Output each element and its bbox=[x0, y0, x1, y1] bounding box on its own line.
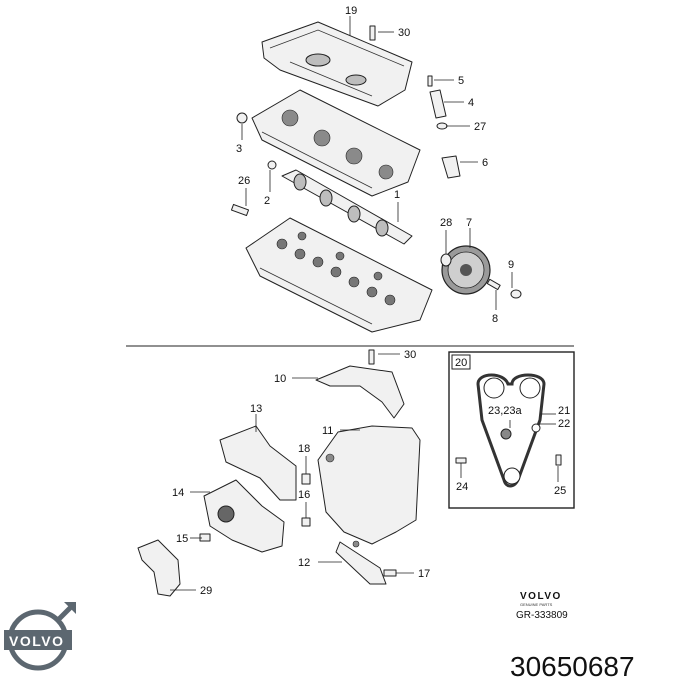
callout-20: 20 bbox=[455, 357, 467, 369]
plug-9 bbox=[510, 289, 522, 299]
callout-9: 9 bbox=[508, 259, 514, 271]
crank-pulley bbox=[503, 467, 521, 485]
callout-10: 10 bbox=[274, 373, 286, 385]
camshaft bbox=[281, 169, 413, 245]
callout-13: 13 bbox=[250, 403, 262, 415]
bolt-30-lower bbox=[368, 349, 375, 365]
callout-3: 3 bbox=[236, 143, 242, 155]
seal-2 bbox=[267, 160, 277, 170]
drawing-reference: GR-333809 bbox=[516, 610, 568, 621]
timing-cover-rear bbox=[219, 425, 297, 501]
bolt-18 bbox=[301, 473, 311, 485]
inset-bolt-25 bbox=[555, 454, 562, 466]
callout-17: 17 bbox=[418, 568, 430, 580]
callout-26: 26 bbox=[238, 175, 250, 187]
bolt-30-top bbox=[369, 25, 376, 41]
timing-cover-lower bbox=[203, 479, 285, 553]
callout-8: 8 bbox=[492, 313, 498, 325]
inset-label-box bbox=[451, 354, 471, 370]
bolt-5 bbox=[427, 75, 433, 87]
guide-plate bbox=[335, 541, 387, 585]
timing-cover-upper bbox=[315, 365, 405, 419]
bolt-26 bbox=[230, 203, 250, 217]
lower-leaders bbox=[170, 353, 414, 591]
lower-assembly: 30 10 13 11 18 16 14 15 12 17 29 bbox=[137, 349, 430, 597]
timing-cover-main bbox=[317, 425, 421, 545]
callout-4: 4 bbox=[468, 97, 474, 109]
seal-28 bbox=[440, 253, 452, 267]
cover-hole-lower bbox=[352, 540, 360, 548]
upper-assembly: 19 30 5 4 27 3 6 26 2 1 28 7 9 8 bbox=[230, 5, 522, 333]
callout-7: 7 bbox=[466, 217, 472, 229]
bolt-16 bbox=[301, 517, 311, 527]
callout-27: 27 bbox=[474, 121, 486, 133]
upper-leaders bbox=[241, 16, 513, 310]
volvo-logo: VOLVO bbox=[4, 602, 76, 671]
timing-belt-inset: 20 23,23a 21 22 24 25 bbox=[448, 351, 575, 509]
part-number: 30650687 bbox=[510, 651, 635, 682]
inset-bolt-24 bbox=[455, 457, 467, 464]
bracket bbox=[137, 539, 181, 597]
camshaft-gear bbox=[441, 245, 491, 295]
callout-18: 18 bbox=[298, 443, 310, 455]
seal-27 bbox=[436, 122, 448, 130]
callout-6: 6 bbox=[482, 157, 488, 169]
cover-grille bbox=[217, 505, 235, 523]
camshaft-carrier bbox=[251, 89, 421, 197]
callout-19: 19 bbox=[345, 5, 357, 17]
genuine-parts-tagline: GENUINE PARTS bbox=[520, 602, 553, 607]
callout-29: 29 bbox=[200, 585, 212, 597]
timing-belt bbox=[476, 373, 546, 488]
tensioner bbox=[500, 428, 512, 440]
cam-pulley-left bbox=[483, 377, 505, 399]
callout-16: 16 bbox=[298, 489, 310, 501]
small-volvo-logo: VOLVO bbox=[520, 591, 562, 602]
callout-2: 2 bbox=[264, 195, 270, 207]
callout-1: 1 bbox=[394, 189, 400, 201]
callout-23-23a: 23,23a bbox=[488, 405, 523, 417]
volvo-logo-text: VOLVO bbox=[9, 633, 64, 649]
idler bbox=[531, 423, 541, 433]
cylinder-head bbox=[245, 217, 433, 333]
callout-15: 15 bbox=[176, 533, 188, 545]
bolt-8 bbox=[486, 278, 501, 291]
genuine-parts-mark: VOLVO GENUINE PARTS GR-333809 bbox=[516, 591, 568, 621]
callout-28: 28 bbox=[440, 217, 452, 229]
callout-24: 24 bbox=[456, 481, 468, 493]
bolt-15 bbox=[199, 533, 211, 542]
callout-11: 11 bbox=[322, 425, 333, 437]
callout-25: 25 bbox=[554, 485, 566, 497]
sensor-6 bbox=[441, 155, 461, 179]
callout-5: 5 bbox=[458, 75, 464, 87]
timing-cover-main-hole bbox=[325, 453, 335, 463]
valve-cover bbox=[261, 21, 413, 107]
cam-pulley-right bbox=[519, 377, 541, 399]
callout-30-top: 30 bbox=[398, 27, 410, 39]
bolt-17 bbox=[383, 569, 397, 577]
callout-21: 21 bbox=[558, 405, 570, 417]
callout-14: 14 bbox=[172, 487, 184, 499]
seal-3 bbox=[236, 112, 248, 124]
callout-22: 22 bbox=[558, 418, 570, 430]
callout-12: 12 bbox=[298, 557, 310, 569]
solenoid-4 bbox=[429, 89, 447, 119]
callout-30-lower: 30 bbox=[404, 349, 416, 361]
